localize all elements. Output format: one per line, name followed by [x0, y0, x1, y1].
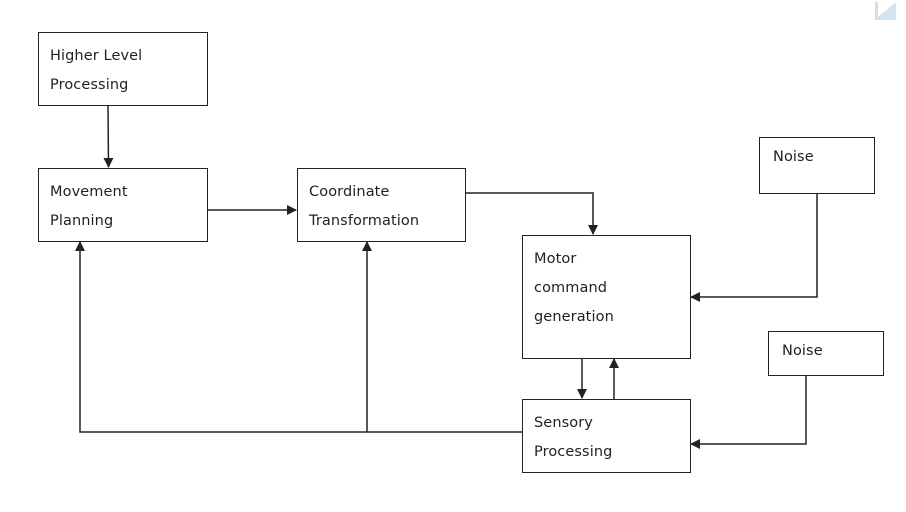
- node-label-line: Processing: [534, 444, 613, 460]
- node-sensory-processing: Sensory Processing: [522, 399, 691, 473]
- node-noise-motor: Noise: [759, 137, 875, 194]
- node-label-line: Noise: [773, 149, 814, 165]
- node-noise-sensory: Noise: [768, 331, 884, 376]
- node-label-line: Transformation: [309, 213, 420, 229]
- node-label-line: Movement: [50, 184, 128, 200]
- node-label-line: Sensory: [534, 415, 593, 431]
- node-label-line: Processing: [50, 77, 129, 93]
- node-movement-planning: Movement Planning: [38, 168, 208, 242]
- node-label-line: Motor: [534, 251, 577, 267]
- node-label-line: Higher Level: [50, 48, 143, 64]
- node-label-line: Noise: [782, 343, 823, 359]
- node-motor-command-generation: Motor command generation: [522, 235, 691, 359]
- edge-noise1-to-motor: [690, 193, 818, 302]
- node-label-line: Coordinate: [309, 184, 390, 200]
- node-label-line: generation: [534, 309, 614, 325]
- node-higher-level-processing: Higher Level Processing: [38, 32, 208, 106]
- node-label-line: command: [534, 280, 608, 296]
- edge-sensory-to-movement: [75, 241, 522, 433]
- page-corner-fold: [874, 2, 896, 20]
- node-coordinate-transformation: Coordinate Transformation: [297, 168, 466, 242]
- edge-higher-to-movement: [103, 104, 114, 168]
- node-label-line: Planning: [50, 213, 114, 229]
- edge-noise2-to-sensory: [690, 375, 807, 449]
- edge-coordinate-to-motor: [465, 192, 598, 235]
